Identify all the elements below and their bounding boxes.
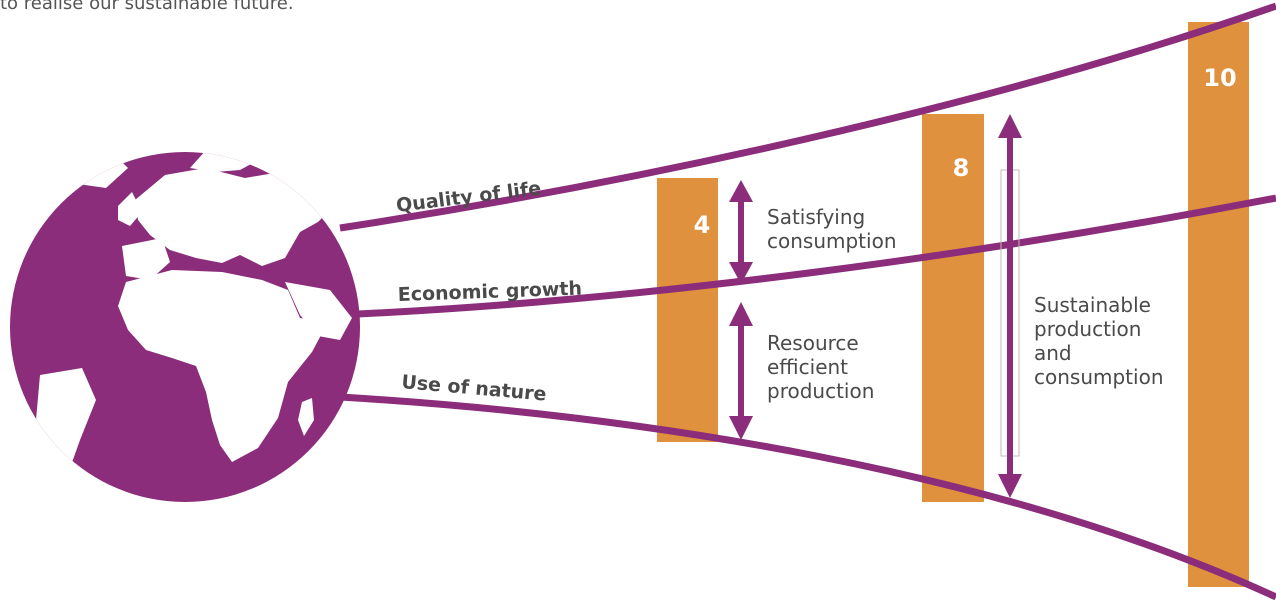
satisfying-consumption-label: Satisfying consumption: [767, 205, 897, 253]
quality-of-life-curve: [339, 2, 1276, 232]
satisfying-consumption-arrow-icon: [729, 180, 753, 284]
use-of-nature-curve: [339, 393, 1276, 601]
sustainable-production-consumption-label: Sustainable production and consumption: [1034, 293, 1164, 389]
stage-bar-8: [922, 114, 984, 502]
stage-bar-4: [657, 178, 718, 442]
globe-icon: [10, 152, 360, 502]
economic-growth-curve: [357, 194, 1276, 318]
stage-bar-10: [1188, 22, 1249, 587]
stage-number-4: 4: [694, 211, 711, 239]
stage-number-10: 10: [1203, 64, 1236, 92]
intro-text: to realise our sustainable future.: [0, 0, 294, 14]
resource-efficient-production-label: Resource efficient production: [767, 331, 874, 403]
stage-number-8: 8: [953, 154, 970, 182]
quality-of-life-label: Quality of life: [395, 177, 542, 217]
sustainable-arrow-icon: [998, 114, 1022, 498]
resource-efficient-arrow-icon: [729, 302, 753, 440]
